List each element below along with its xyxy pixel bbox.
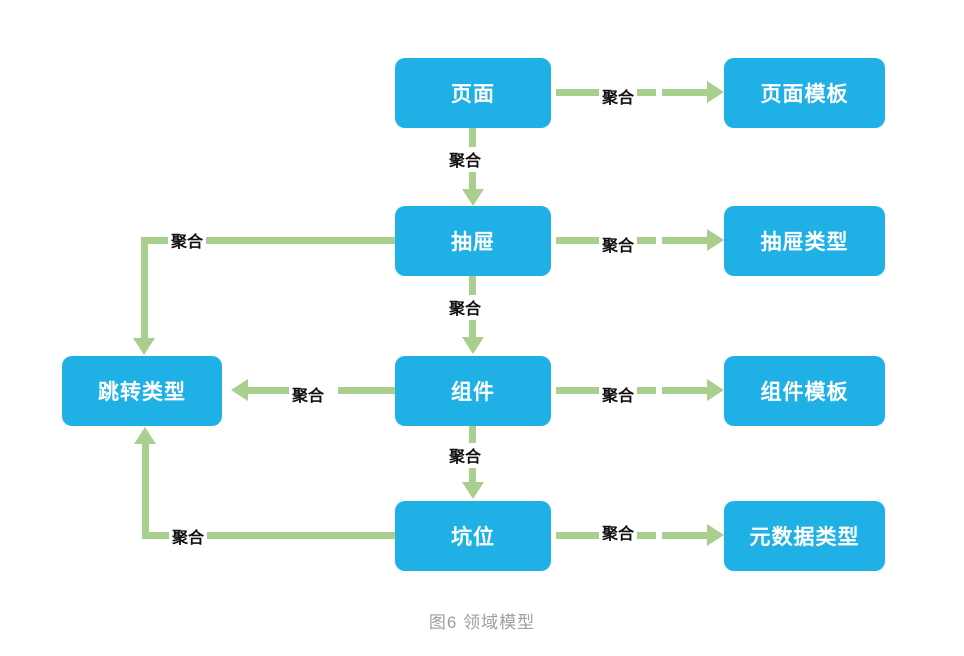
arrowhead-slot-to-metadata-type [707, 524, 724, 546]
node-drawer-type[interactable]: 抽屉类型 [724, 206, 885, 276]
edge-line-component-to-slot-stub [469, 426, 476, 448]
edge-label-page-to-drawer: 聚合 [446, 147, 485, 171]
edge-line-component-to-jump-type [338, 387, 395, 394]
node-metadata-type[interactable]: 元数据类型 [724, 501, 885, 571]
node-slot[interactable]: 坑位 [395, 501, 551, 571]
node-drawer[interactable]: 抽屉 [395, 206, 551, 276]
edge-label-component-to-component-template: 聚合 [599, 382, 638, 406]
figure-caption: 图6 领域模型 [428, 613, 536, 632]
arrowhead-drawer-to-component [462, 337, 484, 354]
edge-label-component-to-slot: 聚合 [446, 443, 485, 467]
edge-label-drawer-to-jump-type: 聚合 [168, 228, 207, 252]
edge-line-page-to-drawer-stub [469, 128, 476, 150]
node-component[interactable]: 组件 [395, 356, 551, 426]
edge-label-slot-to-jump-type: 聚合 [169, 524, 208, 548]
edge-label-component-to-jump-type: 聚合 [289, 382, 328, 406]
arrowhead-page-to-page-template [707, 81, 724, 103]
arrowhead-component-to-jump-type [231, 379, 248, 401]
edge-line-drawer-to-jump-type-vertical [141, 237, 148, 339]
node-jump-type[interactable]: 跳转类型 [62, 356, 222, 426]
arrowhead-page-to-drawer [462, 189, 484, 206]
edge-line-page-to-drawer [469, 172, 476, 190]
arrowhead-slot-to-jump-type [134, 427, 156, 444]
edge-line-slot-to-metadata-type-2 [662, 532, 710, 539]
edge-label-drawer-to-drawer-type: 聚合 [599, 232, 638, 256]
arrowhead-drawer-to-jump-type [133, 338, 155, 355]
edge-label-drawer-to-component: 聚合 [446, 295, 485, 319]
node-page-template[interactable]: 页面模板 [724, 58, 885, 128]
edge-line-page-to-page-template-2 [662, 89, 710, 96]
edge-line-component-to-slot [469, 468, 476, 483]
edge-label-slot-to-metadata-type: 聚合 [599, 520, 638, 544]
edge-line-drawer-to-drawer-type-2 [662, 237, 710, 244]
edge-line-drawer-to-jump-type-horizontal [141, 237, 395, 244]
edge-line-component-to-jump-type-2 [248, 387, 293, 394]
arrowhead-component-to-component-template [707, 379, 724, 401]
edge-line-drawer-to-component-stub [469, 276, 476, 298]
arrowhead-drawer-to-drawer-type [707, 229, 724, 251]
edge-line-drawer-to-component [469, 320, 476, 338]
edge-label-page-to-page-template: 聚合 [599, 84, 638, 108]
edge-line-slot-to-jump-type-vertical [142, 444, 149, 539]
edge-line-slot-to-jump-type-horizontal [142, 532, 395, 539]
edge-line-component-to-component-template-2 [662, 387, 710, 394]
arrowhead-component-to-slot [462, 482, 484, 499]
node-component-template[interactable]: 组件模板 [724, 356, 885, 426]
node-page[interactable]: 页面 [395, 58, 551, 128]
